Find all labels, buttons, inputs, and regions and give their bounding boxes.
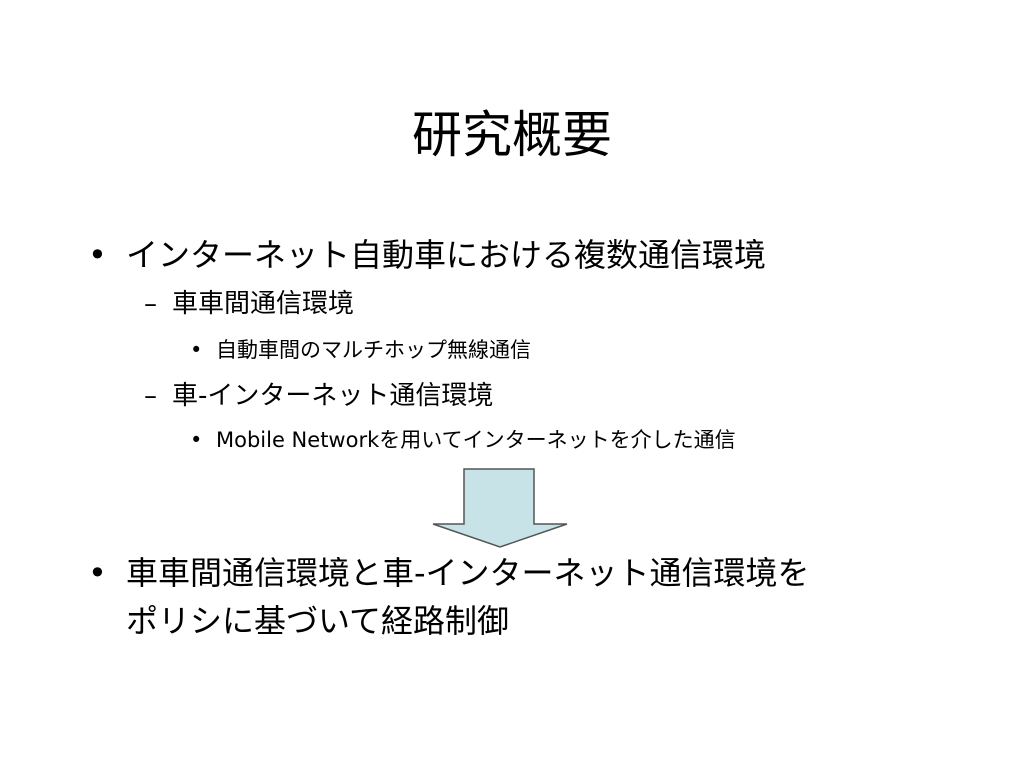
bullet-marker-level3: • [190,428,203,452]
bullet-level2-text: 車-インターネット通信環境 [172,381,494,411]
bullet-marker-level2: – [144,381,157,411]
arrow-shape [432,468,568,548]
bullet-level3-text: Mobile Networkを用いてインターネットを介した通信 [216,428,736,452]
bullet-level1-text-line1: 車車間通信環境と車-インターネット通信環境を [126,554,810,592]
bullet-marker-level1: • [88,554,107,592]
bullet-marker-level3: • [190,338,203,362]
down-arrow-icon [432,468,568,548]
bullet-marker-level1: • [88,236,107,274]
bullet-level1-text-line2: ポリシに基づいて経路制御 [126,602,510,640]
bullet-level2-text: 車車間通信環境 [172,289,355,319]
slide-title: 研究概要 [412,106,612,164]
bullet-marker-level2: – [144,289,157,319]
bullet-level3-text: 自動車間のマルチホップ無線通信 [216,338,531,362]
bullet-level1-text: インターネット自動車における複数通信環境 [126,236,767,274]
